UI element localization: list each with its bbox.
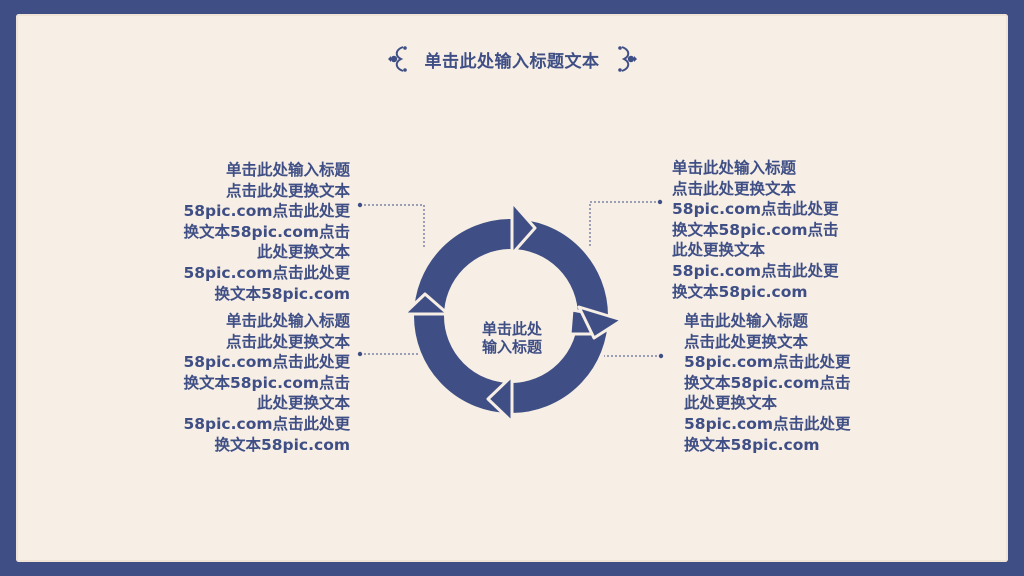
ornament-right-icon [617, 46, 637, 72]
text-block-bottom-left[interactable]: 单击此处输入标题 点击此处更换文本 58pic.com点击此处更 换文本58pi… [183, 312, 350, 454]
ornament-left-icon [387, 46, 407, 72]
connector-top-right [589, 199, 663, 246]
cycle-ring [414, 219, 608, 413]
cycle-center-label[interactable]: 单击此处 输入标题 [481, 320, 542, 356]
connector-bottom-left [357, 351, 420, 357]
cycle-arrow-top-icon [510, 200, 537, 256]
text-block-top-right[interactable]: 单击此处输入标题 点击此处更换文本 58pic.com点击此处更 换文本58pi… [672, 159, 839, 301]
text-block-bottom-right[interactable]: 单击此处输入标题 点击此处更换文本 58pic.com点击此处更 换文本58pi… [684, 312, 851, 454]
connector-bottom-right [604, 353, 664, 359]
cycle-arrow-right-icon [568, 305, 624, 340]
paper-background [16, 14, 1008, 562]
cycle-arrow-left-icon [402, 292, 450, 316]
text-block-top-left[interactable]: 单击此处输入标题 点击此处更换文本 58pic.com点击此处更 换文本58pi… [183, 161, 350, 303]
slide-title[interactable]: 单击此处输入标题文本 [424, 51, 600, 72]
title-bar: 单击此处输入标题文本 [0, 42, 1024, 76]
connector-top-left [357, 202, 425, 248]
cycle-arrow-bottom-icon [486, 374, 514, 424]
